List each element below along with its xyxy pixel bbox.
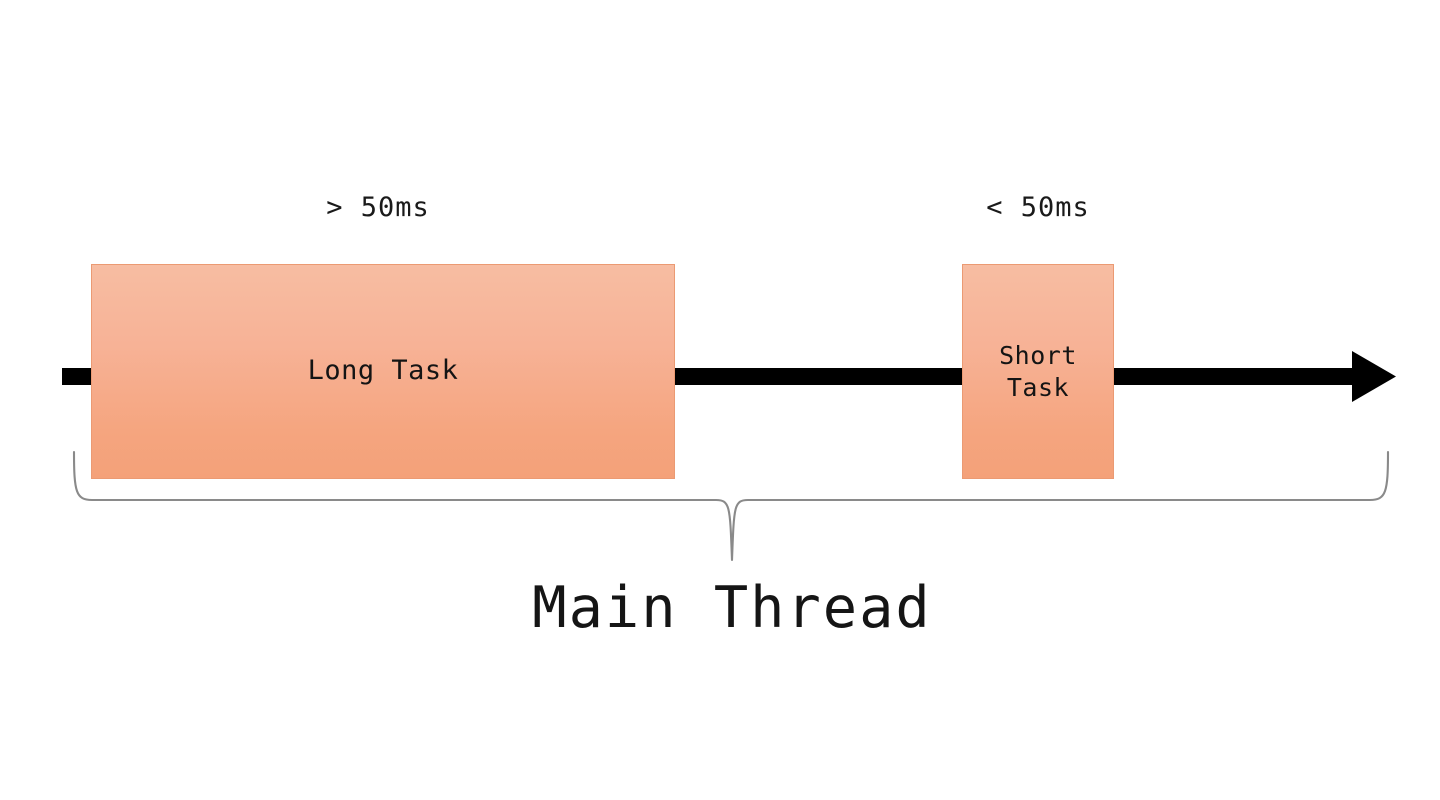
- timeline-arrowhead-icon: [1352, 351, 1396, 402]
- short-task-box[interactable]: Short Task: [962, 264, 1114, 479]
- long-task-duration-label: > 50ms: [326, 192, 430, 223]
- short-task-label: Short Task: [999, 340, 1077, 402]
- long-task-box[interactable]: Long Task: [91, 264, 675, 479]
- long-task-label: Long Task: [307, 355, 459, 387]
- main-thread-caption: Main Thread: [532, 575, 932, 641]
- short-task-duration-label: < 50ms: [986, 192, 1090, 223]
